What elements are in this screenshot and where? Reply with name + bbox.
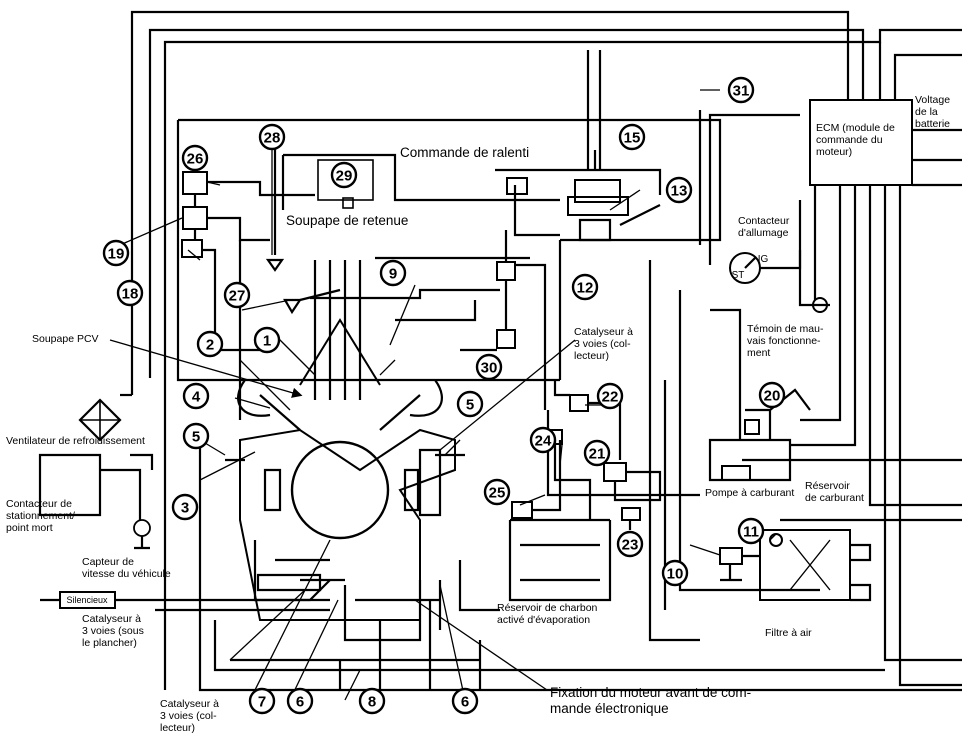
svg-text:2: 2: [206, 337, 214, 354]
svg-text:18: 18: [122, 286, 139, 303]
svg-text:28: 28: [264, 130, 281, 147]
svg-text:19: 19: [108, 246, 125, 263]
ecm-box: [809, 99, 913, 186]
callout-7: 7: [248, 687, 276, 715]
callout-19: 19: [102, 239, 130, 267]
callout-13: 13: [665, 176, 693, 204]
svg-text:7: 7: [258, 694, 266, 711]
cat-manifold-right-label: Catalyseur à 3 voies (col- lecteur): [574, 326, 633, 362]
callout-22: 22: [596, 382, 624, 410]
park-neutral-switch-label: Contacteur de stationnement/ point mort: [6, 498, 75, 534]
ecm-label: ECM (module de commande du moteur): [816, 122, 895, 158]
callout-27: 27: [223, 281, 251, 309]
callout-10: 10: [661, 559, 689, 587]
callout-20: 20: [758, 381, 786, 409]
svg-text:21: 21: [589, 446, 606, 463]
svg-text:10: 10: [667, 566, 684, 583]
callout-26: 26: [181, 144, 209, 172]
st-terminal-label: ST: [732, 270, 745, 281]
evap-canister-label: Réservoir de charbon activé d'évaporatio…: [497, 602, 598, 626]
callout-15: 15: [618, 123, 646, 151]
callout-29: 29: [330, 161, 358, 189]
svg-text:27: 27: [229, 288, 246, 305]
callout-18: 18: [116, 279, 144, 307]
svg-text:26: 26: [187, 151, 204, 168]
check-valve-label: Soupape de retenue: [286, 213, 409, 228]
callout-28: 28: [258, 123, 286, 151]
callout-25: 25: [483, 478, 511, 506]
svg-text:1: 1: [263, 333, 271, 350]
callout-12: 12: [571, 273, 599, 301]
svg-text:15: 15: [624, 130, 641, 147]
ignition-switch-label: Contacteur d'allumage: [738, 215, 790, 239]
svg-text:6: 6: [461, 694, 469, 711]
callout-30: 30: [475, 353, 503, 381]
svg-text:6: 6: [296, 694, 304, 711]
svg-text:8: 8: [368, 694, 376, 711]
svg-text:25: 25: [489, 485, 506, 502]
callout-21: 21: [583, 439, 611, 467]
callout-5-right: 5: [456, 390, 484, 418]
callout-3: 3: [171, 493, 199, 521]
svg-text:5: 5: [466, 397, 474, 414]
callout-6-left: 6: [286, 687, 314, 715]
engine-mount-label: Fixation du moteur avant de com- mande é…: [550, 685, 752, 716]
pcv-valve-label: Soupape PCV: [32, 333, 99, 345]
svg-text:29: 29: [336, 168, 353, 185]
cat-underfloor-label: Catalyseur à 3 voies (sous le plancher): [82, 613, 144, 649]
cat-manifold-left-label: Catalyseur à 3 voies (col- lecteur): [160, 698, 219, 734]
muffler-label: Silencieux: [66, 595, 108, 605]
vehicle-speed-sensor-label: Capteur de vitesse du véhicule: [82, 556, 171, 580]
fuel-tank-label: Réservoir de carburant: [805, 480, 864, 504]
malfunction-lamp-label: Témoin de mau- vais fonctionne- ment: [747, 323, 824, 359]
air-filter-label: Filtre à air: [765, 627, 812, 639]
callout-6-right: 6: [451, 687, 479, 715]
svg-text:4: 4: [192, 389, 201, 406]
svg-text:9: 9: [389, 266, 397, 283]
svg-text:31: 31: [733, 83, 750, 100]
svg-text:30: 30: [481, 360, 498, 377]
callout-1: 1: [253, 326, 281, 354]
svg-text:11: 11: [743, 524, 759, 541]
svg-text:3: 3: [181, 500, 189, 517]
ig-terminal-label: IG: [758, 254, 769, 265]
callout-2: 2: [196, 330, 224, 358]
svg-text:5: 5: [192, 429, 200, 446]
svg-text:20: 20: [764, 388, 781, 405]
callout-24: 24: [529, 426, 557, 454]
callout-23: 23: [616, 530, 644, 558]
svg-text:13: 13: [671, 183, 688, 200]
callout-4: 4: [182, 382, 210, 410]
fuel-pump-label: Pompe à carburant: [705, 487, 795, 499]
callout-31: 31: [727, 76, 755, 104]
callout-9: 9: [379, 259, 407, 287]
cooling-fan-label: Ventilateur de refroidissement: [6, 435, 145, 447]
battery-voltage-label: Voltage de la batterie: [915, 94, 951, 130]
svg-text:23: 23: [622, 537, 639, 554]
svg-text:12: 12: [577, 280, 594, 297]
svg-text:24: 24: [535, 433, 552, 450]
idle-control-label: Commande de ralenti: [400, 145, 530, 160]
callout-5-left: 5: [182, 422, 210, 450]
svg-text:22: 22: [602, 389, 619, 406]
callout-11: 11: [737, 517, 765, 545]
callout-8: 8: [358, 687, 386, 715]
